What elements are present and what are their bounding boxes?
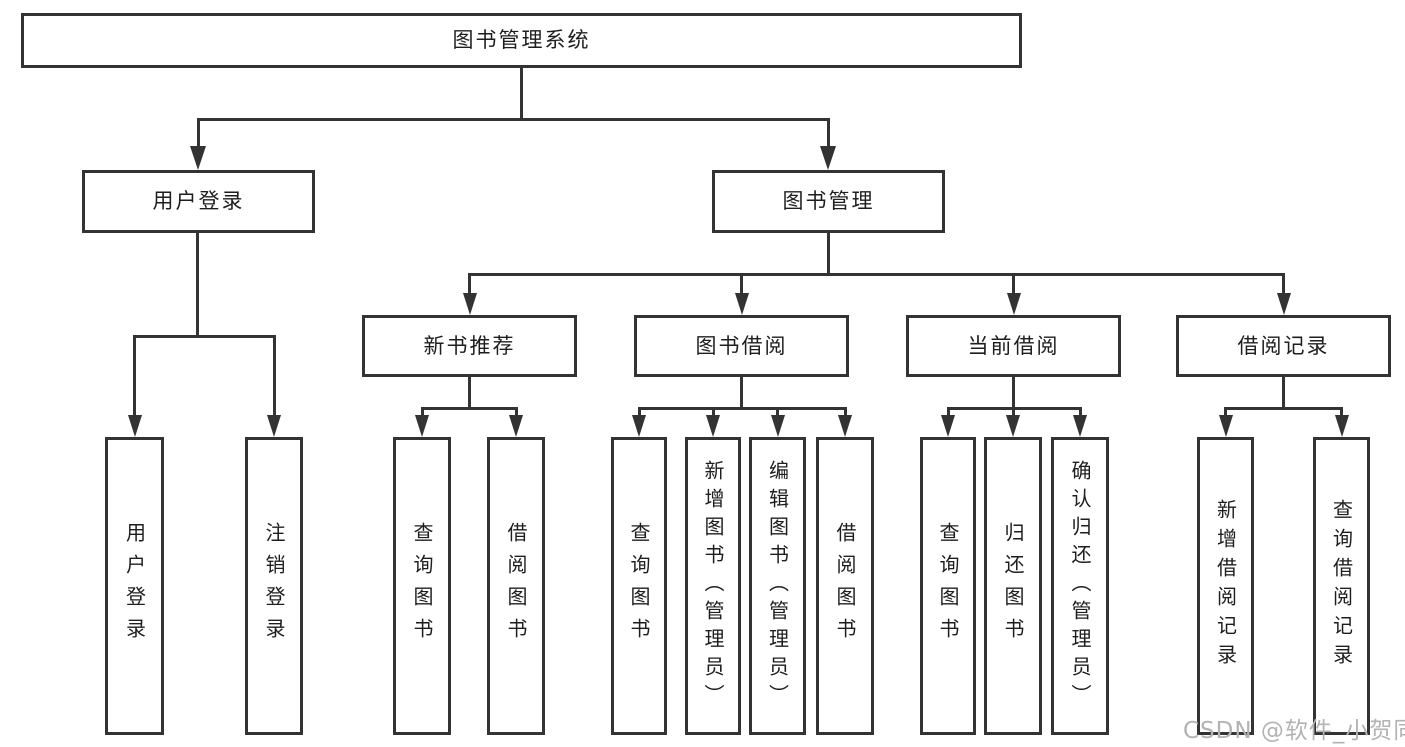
connector-root-stem	[519, 68, 523, 118]
arrow-down-icon	[632, 415, 646, 437]
node-add-book-admin: 新增图书（管理员）	[685, 437, 741, 735]
arrow-down-icon	[820, 146, 836, 170]
node-user-login-leaf: 用户登录	[105, 437, 164, 735]
node-query-books-borrowing: 查询图书	[611, 437, 667, 735]
node-add-borrow-record: 新增借阅记录	[1197, 437, 1254, 735]
node-current-borrowing: 当前借阅	[906, 315, 1121, 377]
connector-mgmt-branch	[468, 273, 1285, 276]
arrow-down-icon	[1276, 293, 1291, 315]
node-library-system: 图书管理系统	[21, 13, 1022, 68]
arrow-down-icon	[706, 415, 720, 437]
node-query-books-current-label: 查询图书	[936, 522, 960, 650]
node-query-books-recommend-label: 查询图书	[410, 522, 434, 650]
node-borrowing-records: 借阅记录	[1176, 315, 1391, 377]
connector-current-drop	[946, 407, 950, 415]
node-current-borrowing-label: 当前借阅	[967, 333, 1060, 358]
node-edit-book-admin: 编辑图书（管理员）	[749, 437, 806, 735]
node-borrowing-records-label: 借阅记录	[1237, 333, 1330, 358]
connector-borrowing-branch	[637, 407, 847, 410]
arrow-down-icon	[1073, 415, 1087, 437]
connector-recommend-branch	[420, 407, 518, 410]
arrow-down-icon	[190, 146, 206, 170]
node-confirm-return-admin: 确认归还（管理员）	[1051, 437, 1109, 735]
connector-records-stem	[1282, 377, 1285, 407]
node-query-borrow-record: 查询借阅记录	[1313, 437, 1370, 735]
node-book-borrowing: 图书借阅	[634, 315, 849, 377]
arrow-down-icon	[770, 415, 785, 437]
connector-userlogin-branch	[133, 335, 275, 338]
connector-userlogin-drop	[272, 335, 276, 415]
node-borrow-books-recommend-label: 借阅图书	[504, 522, 528, 650]
connector-records-drop	[1224, 407, 1227, 415]
arrow-down-icon	[1218, 415, 1233, 437]
node-query-books-current: 查询图书	[920, 437, 976, 735]
node-user-login: 用户登录	[82, 170, 315, 233]
arrow-down-icon	[127, 415, 142, 437]
arrow-down-icon	[1006, 415, 1020, 437]
node-add-borrow-record-label: 新增借阅记录	[1213, 499, 1238, 673]
node-logout-label: 注销登录	[262, 522, 286, 650]
connector-borrowing-drop	[711, 407, 715, 415]
node-logout: 注销登录	[245, 437, 303, 735]
connector-borrowing-drop	[637, 407, 641, 415]
connector-records-drop	[1340, 407, 1343, 415]
connector-mgmt-drop	[1282, 273, 1285, 295]
node-edit-book-admin-label: 编辑图书（管理员）	[765, 460, 790, 712]
node-book-management-label: 图书管理	[782, 189, 875, 213]
connector-borrowing-drop	[843, 407, 847, 415]
node-user-login-label: 用户登录	[152, 189, 245, 213]
connector-recommend-stem	[468, 377, 471, 407]
node-query-books-recommend: 查询图书	[393, 437, 451, 735]
node-query-borrow-record-label: 查询借阅记录	[1329, 499, 1354, 673]
node-new-book-recommend: 新书推荐	[362, 315, 577, 377]
node-book-management: 图书管理	[712, 170, 945, 233]
arrow-down-icon	[267, 415, 281, 437]
node-return-book-label: 归还图书	[1001, 522, 1025, 650]
connector-current-drop	[1011, 407, 1015, 415]
connector-mgmt-drop	[468, 273, 471, 295]
node-library-system-label: 图书管理系统	[452, 28, 591, 52]
watermark: CSDN @软件_小贺同学	[1183, 718, 1405, 744]
connector-recommend-drop	[514, 407, 518, 415]
arrow-down-icon	[1006, 293, 1021, 315]
arrow-down-icon	[415, 415, 429, 437]
node-confirm-return-admin-label: 确认归还（管理员）	[1068, 460, 1092, 712]
connector-root-left-drop	[196, 118, 200, 148]
connector-records-branch	[1224, 407, 1343, 410]
node-new-book-recommend-label: 新书推荐	[423, 333, 516, 358]
node-borrow-books-leaf-label: 借阅图书	[833, 522, 857, 650]
arrow-down-icon	[1334, 415, 1349, 437]
node-return-book: 归还图书	[984, 437, 1042, 735]
connector-root-branch	[197, 118, 829, 121]
node-book-borrowing-label: 图书借阅	[695, 333, 788, 358]
node-borrow-books-leaf: 借阅图书	[816, 437, 874, 735]
node-query-books-borrowing-label: 查询图书	[627, 522, 651, 650]
connector-current-stem	[1012, 377, 1015, 407]
connector-current-drop	[1078, 407, 1082, 415]
connector-mgmt-stem	[826, 233, 830, 275]
connector-borrowing-stem	[740, 377, 743, 407]
connector-userlogin-stem	[196, 233, 199, 335]
node-user-login-leaf-label: 用户登录	[122, 522, 147, 650]
node-add-book-admin-label: 新增图书（管理员）	[701, 460, 725, 712]
connector-mgmt-drop	[1012, 273, 1015, 295]
connector-recommend-drop	[420, 407, 424, 415]
arrow-down-icon	[838, 415, 852, 437]
arrow-down-icon	[941, 415, 955, 437]
connector-borrowing-drop	[776, 407, 779, 415]
arrow-down-icon	[462, 293, 477, 315]
connector-userlogin-drop	[133, 335, 136, 415]
connector-root-right-drop	[826, 118, 830, 148]
arrow-down-icon	[509, 415, 523, 437]
arrow-down-icon	[734, 293, 749, 315]
connector-mgmt-drop	[740, 273, 743, 295]
node-borrow-books-recommend: 借阅图书	[487, 437, 545, 735]
